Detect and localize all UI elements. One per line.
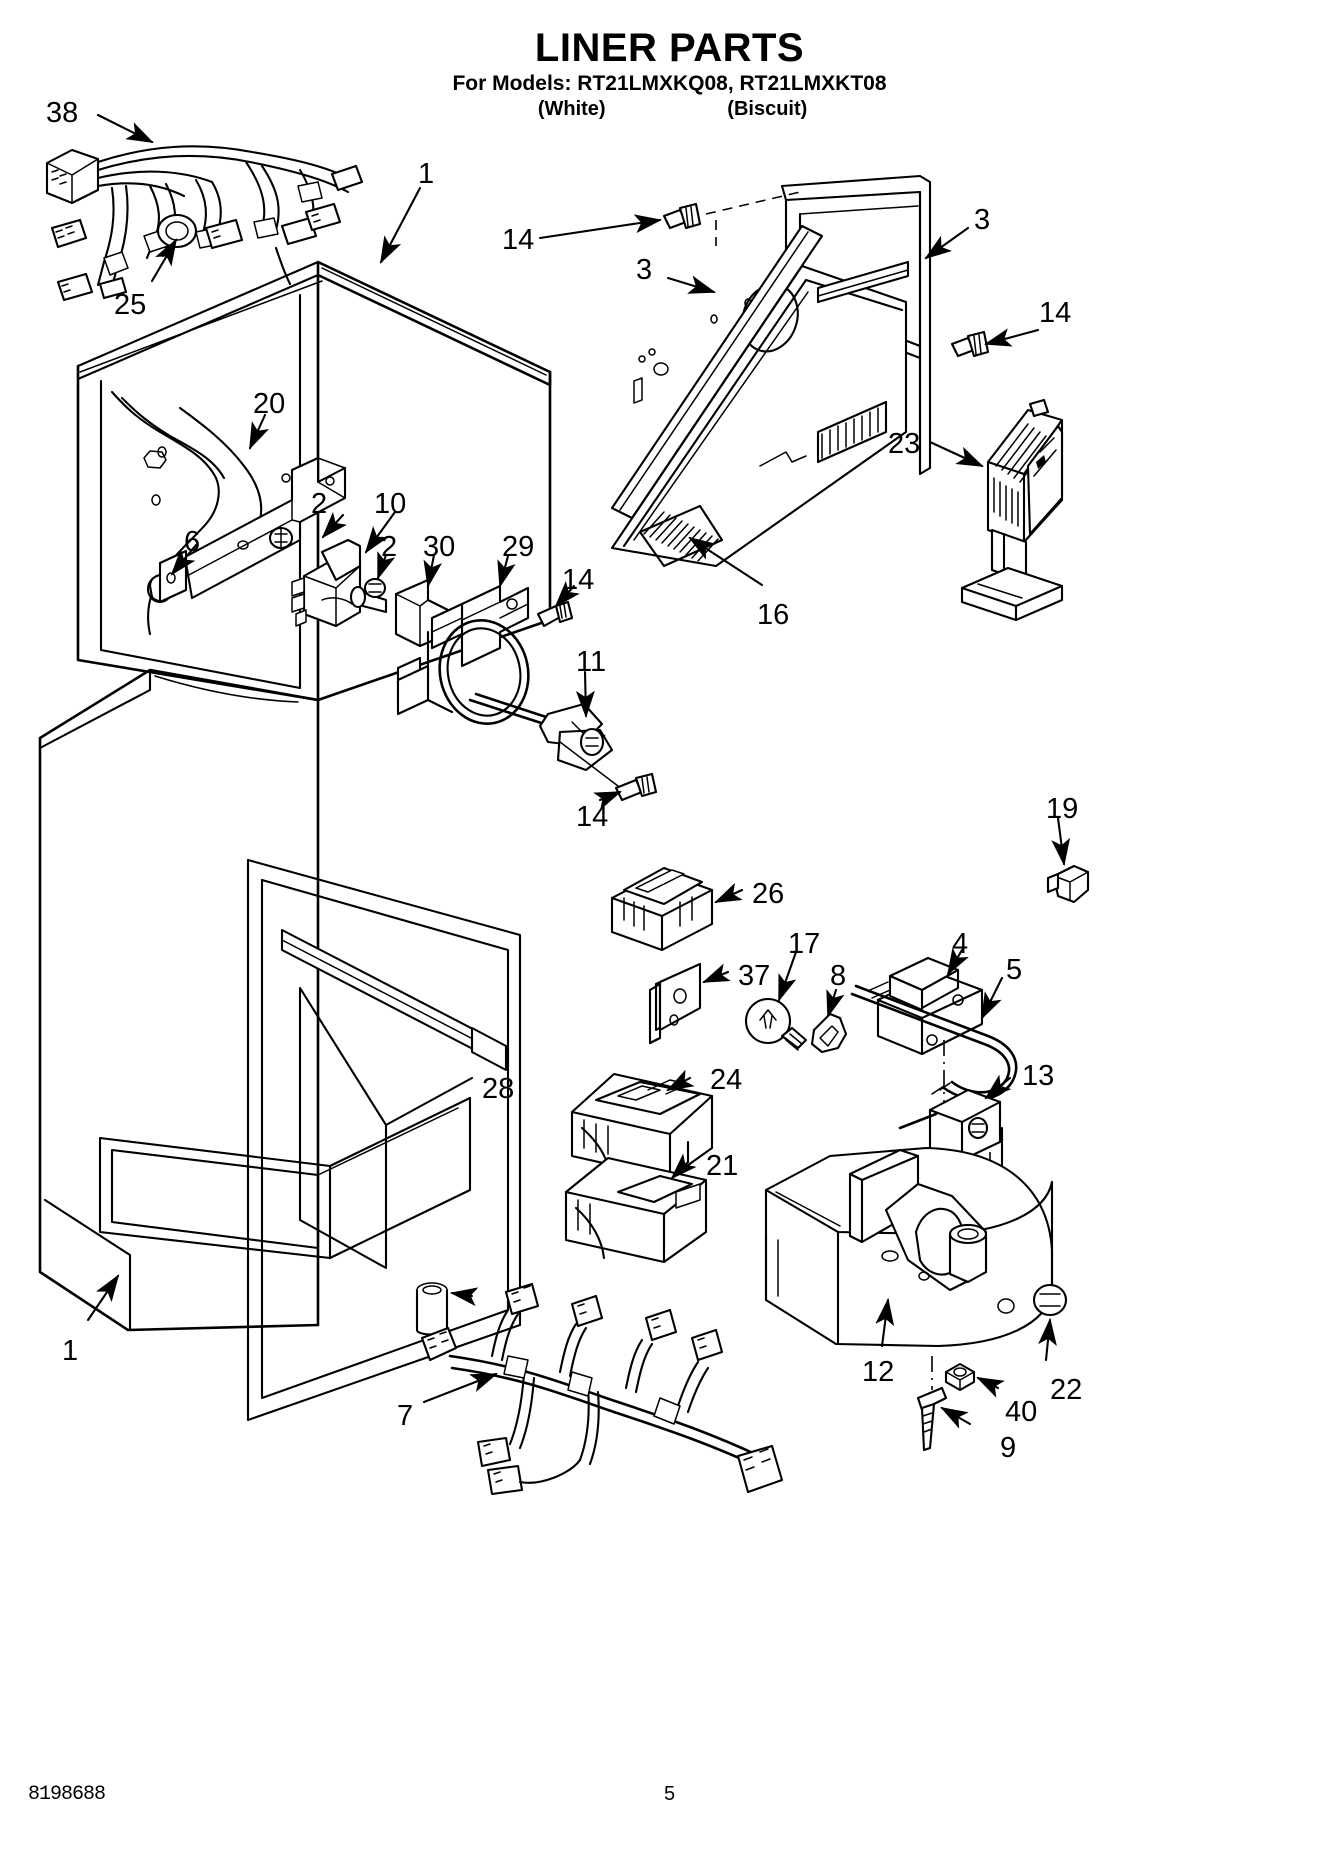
- callout-11: 11: [576, 646, 607, 678]
- callout-14-fan: 14: [576, 801, 609, 833]
- callout-1-upper: 1: [418, 158, 435, 190]
- callout-37: 37: [738, 960, 771, 992]
- callout-29: 29: [502, 531, 535, 563]
- cover-plate-art: [650, 964, 731, 1043]
- callout-14-top: 14: [502, 224, 535, 256]
- wire-harness-main-art: [47, 115, 362, 300]
- callout-16: 16: [757, 599, 790, 631]
- page-title: LINER PARTS: [534, 26, 805, 70]
- freezer-divider-panel-art: [540, 176, 1038, 585]
- callout-40: 40: [1005, 1396, 1038, 1428]
- callout-8: 8: [830, 960, 847, 992]
- callout-23: 23: [888, 428, 921, 460]
- defrost-timer-art: [852, 947, 1016, 1118]
- callout-25: 25: [114, 289, 147, 321]
- callout-21: 21: [706, 1150, 739, 1182]
- callout-10: 10: [374, 488, 407, 520]
- footer-part-number: 8198688: [28, 1783, 106, 1806]
- callout-20: 20: [253, 388, 286, 420]
- color-white-label: (White): [537, 98, 606, 120]
- callout-13: 13: [1022, 1060, 1055, 1092]
- wire-harness-lower-art: [422, 1284, 782, 1494]
- liner-cabinet-art: [40, 188, 550, 1420]
- fan-shroud-art: [398, 556, 656, 811]
- callout-17: 17: [788, 928, 821, 960]
- callout-28: 28: [482, 1073, 515, 1105]
- relay-overload-art: [612, 868, 742, 950]
- callout-1-lower: 1: [62, 1335, 79, 1367]
- callout-3-right: 3: [974, 204, 991, 236]
- callout-30: 30: [423, 531, 456, 563]
- callout-26: 26: [752, 878, 785, 910]
- callout-5: 5: [1006, 954, 1023, 986]
- callout-14-right: 14: [1039, 297, 1072, 329]
- callout-7: 7: [397, 1400, 414, 1432]
- wire-clip-art: [1048, 818, 1088, 902]
- callout-6: 6: [184, 526, 201, 558]
- color-variants: (White) (Biscuit): [0, 98, 1339, 121]
- drain-cup-art: [417, 1283, 479, 1335]
- air-duct-art: [566, 1069, 712, 1262]
- callout-12: 12: [862, 1356, 895, 1388]
- air-tower-damper-art: [930, 400, 1062, 620]
- footer-page-number: 5: [663, 1783, 676, 1805]
- callout-9: 9: [1000, 1432, 1017, 1464]
- callout-24: 24: [710, 1064, 743, 1096]
- callout-2-b: 2: [381, 531, 398, 563]
- callout-19: 19: [1046, 793, 1079, 825]
- callout-22: 22: [1050, 1374, 1083, 1406]
- callout-14-shroud: 14: [562, 564, 595, 596]
- callout-4: 4: [952, 928, 969, 960]
- defrost-thermostat-art: [900, 1074, 1012, 1252]
- callout-2-a: 2: [311, 488, 328, 520]
- callout-3-left: 3: [636, 254, 653, 286]
- color-biscuit-label: (Biscuit): [727, 98, 808, 120]
- models-line: For Models: RT21LMXKQ08, RT21LMXKT08: [452, 72, 887, 95]
- callout-38: 38: [46, 97, 79, 129]
